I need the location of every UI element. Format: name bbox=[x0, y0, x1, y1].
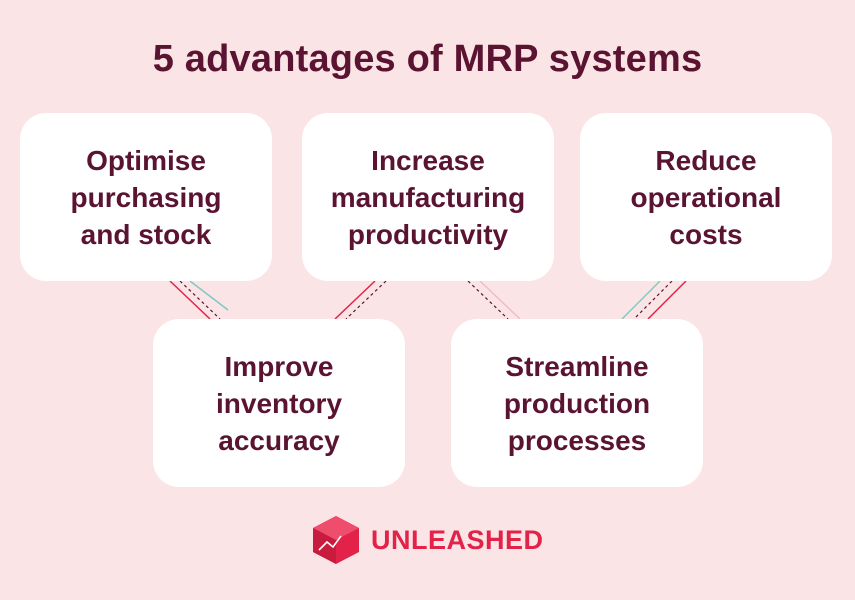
cube-logo-icon bbox=[313, 516, 359, 564]
advantage-card-optimise-purchasing: Optimise purchasing and stock bbox=[20, 113, 272, 281]
advantage-label: Improve inventory accuracy bbox=[215, 350, 343, 456]
advantage-label: Increase manufacturing productivity bbox=[330, 144, 526, 250]
connector-1-4 bbox=[169, 280, 229, 320]
advantage-card-streamline-processes: Streamline production processes bbox=[451, 319, 703, 487]
advantage-label: Reduce operational costs bbox=[630, 144, 782, 250]
advantage-label: Streamline production processes bbox=[503, 350, 651, 456]
connector-3-5 bbox=[621, 280, 687, 320]
diagram-title: 5 advantages of MRP systems bbox=[152, 38, 703, 80]
connector-2-4 bbox=[334, 280, 387, 320]
advantage-card-increase-productivity: Increase manufacturing productivity bbox=[302, 113, 554, 281]
advantage-card-reduce-costs: Reduce operational costs bbox=[580, 113, 832, 281]
brand-logo: UNLEASHED bbox=[311, 514, 544, 566]
brand-name: UNLEASHED bbox=[371, 524, 544, 555]
advantage-card-improve-accuracy: Improve inventory accuracy bbox=[153, 319, 405, 487]
connector-2-5 bbox=[467, 280, 521, 320]
advantage-label: Optimise purchasing and stock bbox=[70, 144, 222, 250]
